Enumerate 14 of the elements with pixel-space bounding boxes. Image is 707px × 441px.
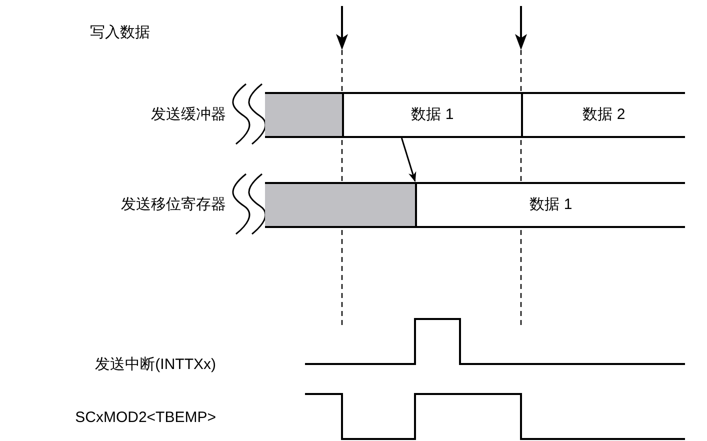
row-label: SCxMOD2<TBEMP> (74, 408, 216, 428)
row-label: 发送缓冲器 (150, 105, 226, 125)
segment-label: 数据 2 (582, 104, 626, 125)
segment-label: 数据 1 (530, 194, 572, 215)
data-segment (521, 92, 685, 138)
data-segment (415, 182, 685, 228)
segment-label: 数据 1 (411, 104, 454, 125)
row-label: 发送移位寄存器 (120, 195, 226, 215)
shaded-segment (265, 182, 415, 228)
row-label: 写入数据 (89, 23, 151, 43)
row-label: 发送中断(INTTXx) (94, 355, 216, 375)
arrow (400, 138, 416, 182)
data-segment (342, 92, 521, 138)
shaded-segment (265, 92, 342, 138)
